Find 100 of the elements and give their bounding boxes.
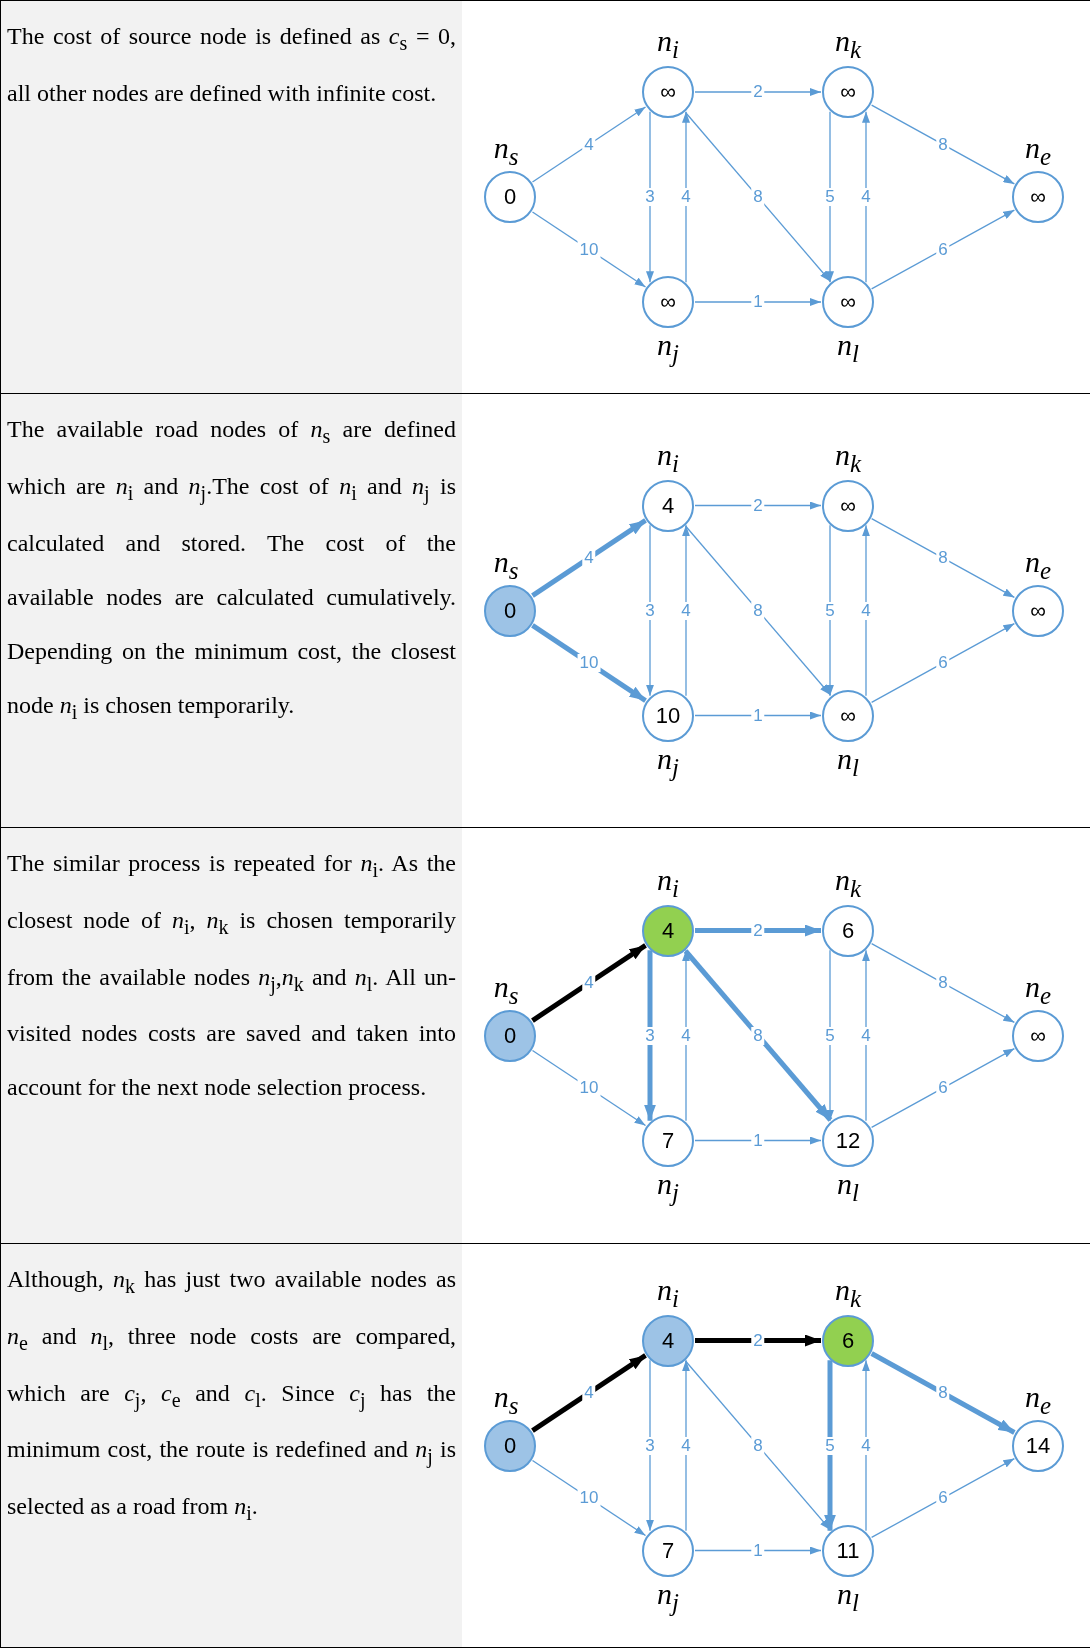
arrow (646, 1359, 654, 1532)
cost-node: ∞ (822, 66, 874, 118)
cost-node: ∞ (1012, 1009, 1064, 1062)
edge-label: 4 (582, 974, 596, 992)
arrow (683, 949, 833, 1122)
edge-label: 8 (751, 188, 765, 206)
cost-node: 14 (1012, 1419, 1064, 1472)
edge-label: 3 (643, 1026, 657, 1045)
edge-label: 4 (582, 549, 596, 567)
node-label: n$_{s}$ (493, 969, 519, 1010)
arrow (682, 1359, 690, 1532)
node-label: n$_{l}$ (837, 328, 859, 368)
cost-node: 0 (484, 1419, 536, 1472)
arrow (871, 942, 1015, 1024)
description-text: The cost of source node is defined as c$_{s}$ = 0, all other nodes are defined with infinite cost. (7, 22, 456, 108)
edge-label: 4 (859, 188, 873, 206)
arrow (862, 524, 870, 697)
cost-node: ∞ (1012, 171, 1064, 223)
edge-label: 8 (751, 1436, 765, 1455)
cost-node: 4 (642, 904, 694, 957)
arrow (694, 1136, 822, 1145)
description-text: The available road nodes of n$_{s}$ are defined which are n$_{i}$ and n$_{j}$.The cost of n$_{i}$ and n$_{j}$ is calculated and stored. The cost of the available nodes are calculated cumulatively. Depending on the minimum cost, the closest node n$_{i}$ is chosen temporarily. (7, 415, 456, 725)
cost-node: 12 (822, 1114, 874, 1167)
edge-label: 8 (751, 601, 765, 620)
arrow (871, 517, 1015, 599)
node-label: n$_{s}$ (493, 1379, 519, 1420)
node-label: n$_{k}$ (834, 437, 862, 478)
node-label: n$_{i}$ (657, 862, 679, 903)
cost-node: ∞ (642, 66, 694, 118)
cost-node: ∞ (822, 479, 874, 532)
edge-label: 4 (679, 601, 693, 620)
edge-label: 5 (823, 1026, 837, 1045)
cost-node: 10 (642, 689, 694, 742)
node-label: n$_{l}$ (837, 1166, 859, 1207)
edge-label: 10 (577, 654, 601, 672)
description-text: The similar process is repeated for n$_{i}$. As the closest node of n$_{i}$, n$_{k}$ is chosen temporarily from the available nodes n$_{j}$,n$_{k}$ and n$_{l}$. All un-visited nodes costs are saved and taken into account for the next node selection process. (7, 849, 456, 1103)
edge-label: 4 (582, 1384, 596, 1402)
arrow (531, 106, 647, 183)
edge-label: 5 (823, 1436, 837, 1455)
arrow (646, 111, 654, 283)
node-label: n$_{i}$ (657, 1272, 679, 1313)
arrow (826, 949, 834, 1122)
node-label: n$_{j}$ (657, 1576, 679, 1617)
node-label: n$_{l}$ (837, 741, 859, 782)
arrow (531, 1353, 647, 1433)
node-label: n$_{k}$ (834, 862, 862, 903)
cost-node: 11 (822, 1524, 874, 1577)
edge-label: 4 (859, 601, 873, 620)
cost-node: ∞ (1012, 584, 1064, 637)
cost-node: ∞ (822, 689, 874, 742)
cost-node: 0 (484, 1009, 536, 1062)
cost-node: ∞ (642, 276, 694, 328)
node-label: n$_{s}$ (493, 131, 519, 171)
arrow (694, 1546, 822, 1555)
arrow (644, 950, 656, 1121)
node-label: n$_{j}$ (657, 1166, 679, 1207)
arrow (862, 949, 870, 1122)
arrow (826, 524, 834, 697)
arrow (862, 111, 870, 283)
arrow (694, 88, 822, 96)
node-label: n$_{e}$ (1024, 969, 1052, 1010)
arrow (871, 1047, 1015, 1129)
arrow (826, 111, 834, 283)
edge-label: 3 (643, 188, 657, 206)
arrow (694, 711, 822, 720)
arrow (682, 524, 690, 697)
node-label: n$_{k}$ (834, 1272, 862, 1313)
arrow (695, 924, 821, 937)
edge-label: 4 (679, 1436, 693, 1455)
edge-label: 5 (823, 188, 837, 206)
edge-label: 8 (751, 1026, 765, 1045)
edge-label: 4 (859, 1436, 873, 1455)
edge-label: 8 (936, 1384, 950, 1402)
arrow (871, 209, 1015, 290)
cost-node: 6 (822, 1314, 874, 1367)
cost-node: 4 (642, 1314, 694, 1367)
cost-node: 0 (484, 171, 536, 223)
arrow (862, 1359, 870, 1532)
cost-node: 6 (822, 904, 874, 957)
node-label: n$_{j}$ (657, 328, 679, 368)
node-label: n$_{e}$ (1024, 544, 1052, 585)
edge-label: 3 (643, 601, 657, 620)
edge-label: 4 (859, 1026, 873, 1045)
node-label: n$_{s}$ (493, 544, 519, 585)
cost-node: 7 (642, 1114, 694, 1167)
arrow (694, 501, 822, 510)
arrow (695, 1334, 821, 1347)
edge-label: 10 (577, 1079, 601, 1097)
edge-label: 4 (679, 1026, 693, 1045)
arrow (531, 943, 647, 1023)
node-label: n$_{j}$ (657, 741, 679, 782)
arrow (871, 104, 1015, 185)
edge-label: 3 (643, 1436, 657, 1455)
arrow (684, 111, 832, 283)
edge-label: 5 (823, 601, 837, 620)
arrow (682, 111, 690, 283)
arrow (694, 298, 822, 306)
arrow (684, 525, 832, 696)
node-label: n$_{k}$ (834, 24, 862, 64)
arrow (871, 1457, 1015, 1539)
